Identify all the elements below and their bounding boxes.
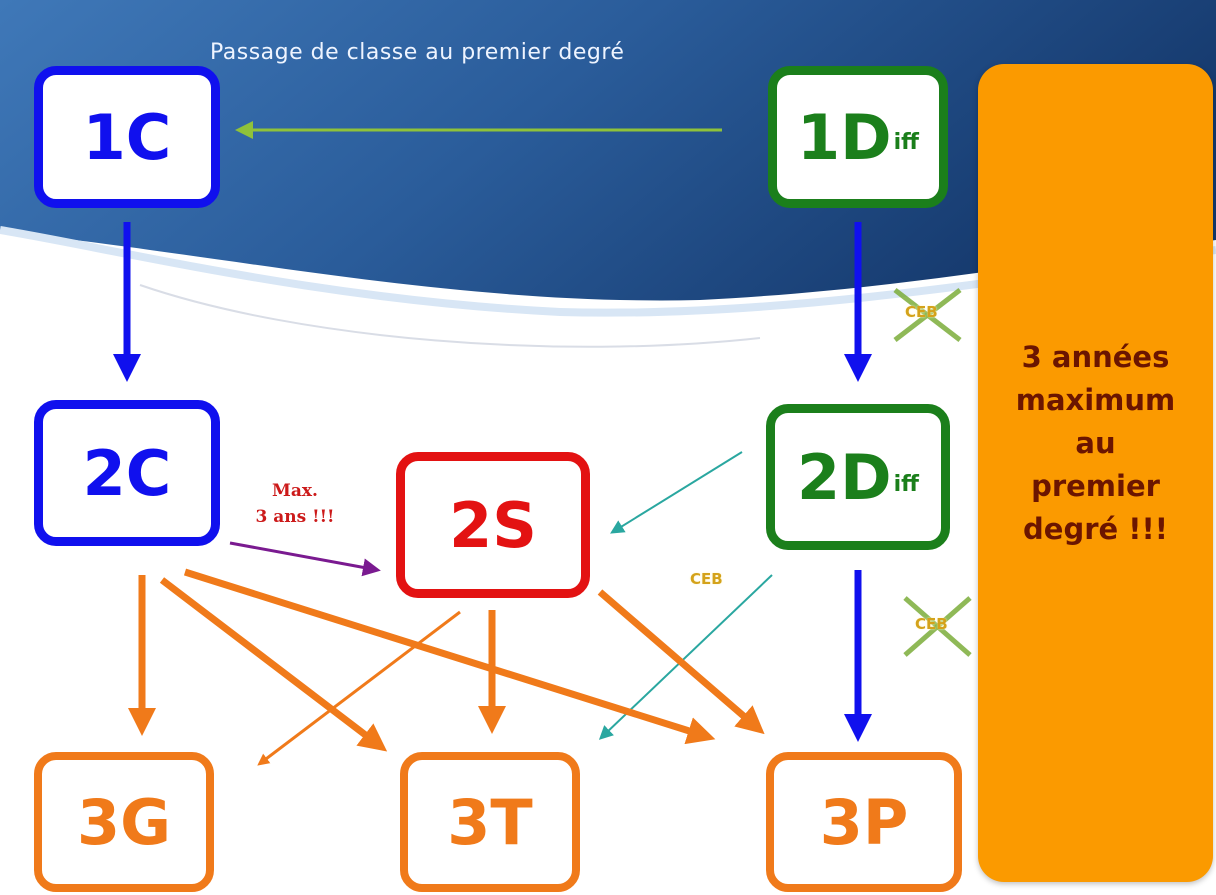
ceb-label-top: CEB (905, 303, 938, 321)
side-panel-line3: au (1075, 425, 1116, 460)
box-2s: 2S (396, 452, 590, 598)
ceb-label-middle: CEB (690, 570, 723, 588)
box-3p: 3P (766, 752, 962, 892)
box-1diff-sub: iff (893, 130, 919, 155)
max-years-note: Max. 3 ans !!! (250, 478, 340, 530)
box-3g-label: 3G (76, 785, 172, 859)
arrow-2s-to-3p (597, 589, 765, 735)
box-2c: 2C (34, 400, 220, 546)
box-3p-label: 3P (819, 785, 909, 859)
arrow-2c-to-3t (159, 577, 388, 752)
box-2diff-label: 2D (797, 440, 892, 514)
side-panel-text: 3 années maximum au premier degré !!! (1016, 336, 1176, 551)
ceb-label-bottom: CEB (915, 615, 948, 633)
cross-mark-top (893, 288, 962, 342)
arrow-2diff-to-3t (598, 574, 773, 740)
cross-mark-bottom (903, 596, 972, 657)
box-2diff-sub: iff (893, 472, 919, 497)
side-panel-line2: maximum (1015, 382, 1176, 417)
arrow-2s-to-3g (257, 610, 461, 766)
max-years-line1: Max. (272, 481, 318, 501)
box-2c-label: 2C (82, 436, 172, 510)
arrow-2c-to-3p (183, 568, 716, 745)
box-3t-label: 3T (447, 785, 533, 859)
page-title: Passage de classe au premier degré (210, 40, 625, 65)
box-1c: 1C (34, 66, 220, 208)
arrow-2c-to-2s (229, 541, 381, 577)
side-panel: 3 années maximum au premier degré !!! (978, 64, 1213, 882)
side-panel-line1: 3 années (1021, 339, 1170, 374)
side-panel-line5: degré !!! (1023, 511, 1168, 546)
box-1c-label: 1C (82, 100, 172, 174)
box-3g: 3G (34, 752, 214, 892)
box-1diff-label: 1D (797, 100, 892, 174)
box-3t: 3T (400, 752, 580, 892)
box-2s-label: 2S (449, 488, 537, 562)
arrow-2diff-to-2s (610, 451, 743, 534)
max-years-line2: 3 ans !!! (255, 507, 335, 527)
side-panel-line4: premier (1031, 468, 1160, 503)
